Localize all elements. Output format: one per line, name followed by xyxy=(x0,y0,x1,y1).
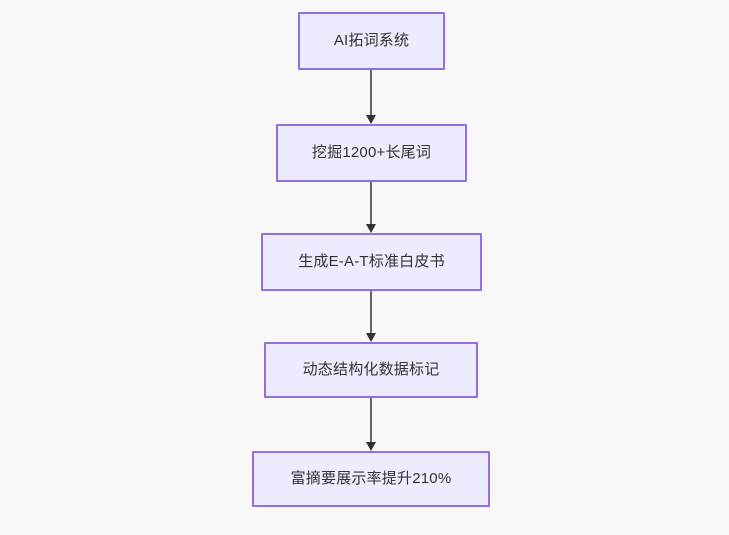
flow-edge-line xyxy=(370,291,372,333)
flow-node-label: 挖掘1200+长尾词 xyxy=(311,144,432,161)
flow-node-dynamic-structured-data-markup[interactable]: 动态结构化数据标记 xyxy=(264,342,478,398)
flow-node-mine-longtail-keywords[interactable]: 挖掘1200+长尾词 xyxy=(276,124,467,182)
flow-node-rich-snippet-impression-lift[interactable]: 富摘要展示率提升210% xyxy=(252,451,490,507)
flow-edge-line xyxy=(370,182,372,224)
flow-node-generate-eat-whitepaper[interactable]: 生成E-A-T标准白皮书 xyxy=(261,233,482,291)
flow-node-label: AI拓词系统 xyxy=(333,32,410,49)
flow-node-label: 动态结构化数据标记 xyxy=(302,361,440,378)
flow-edge-line xyxy=(370,398,372,442)
flow-edge-n2-n3 xyxy=(366,182,376,233)
flow-node-ai-keyword-system[interactable]: AI拓词系统 xyxy=(298,12,445,70)
flow-edge-n3-n4 xyxy=(366,291,376,342)
flow-edge-line xyxy=(370,70,372,115)
flow-node-label: 生成E-A-T标准白皮书 xyxy=(298,253,445,270)
flow-edge-arrowhead xyxy=(366,442,376,451)
flow-edge-n4-n5 xyxy=(366,398,376,451)
flow-node-label: 富摘要展示率提升210% xyxy=(290,470,452,487)
flow-edge-arrowhead xyxy=(366,333,376,342)
flow-edge-arrowhead xyxy=(366,224,376,233)
flow-edge-arrowhead xyxy=(366,115,376,124)
flow-edge-n1-n2 xyxy=(366,70,376,124)
